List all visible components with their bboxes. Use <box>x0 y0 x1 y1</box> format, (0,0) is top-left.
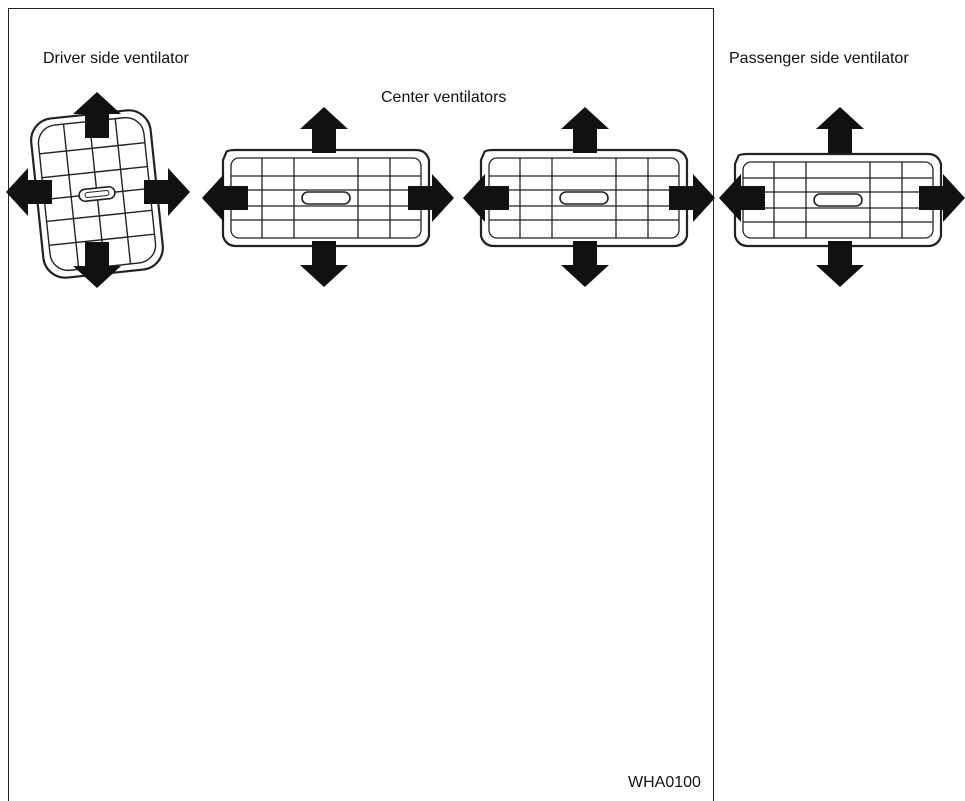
driver-side-ventilator-label: Driver side ventilator <box>43 50 189 67</box>
passenger-side-vent <box>733 152 943 248</box>
center-vent-right <box>479 148 689 248</box>
arrow-down-icon <box>300 241 348 287</box>
figure-code: WHA0100 <box>628 774 701 791</box>
arrow-up-icon <box>300 107 348 153</box>
center-ventilators-label: Center ventilators <box>381 89 507 106</box>
passenger-side-ventilator-label: Passenger side ventilator <box>729 50 909 67</box>
center-vent-left <box>221 148 431 248</box>
arrow-up-icon <box>816 107 864 153</box>
arrow-down-icon <box>816 241 864 287</box>
figure-frame <box>8 8 714 801</box>
arrow-up-icon <box>561 107 609 153</box>
arrow-down-icon <box>561 241 609 287</box>
